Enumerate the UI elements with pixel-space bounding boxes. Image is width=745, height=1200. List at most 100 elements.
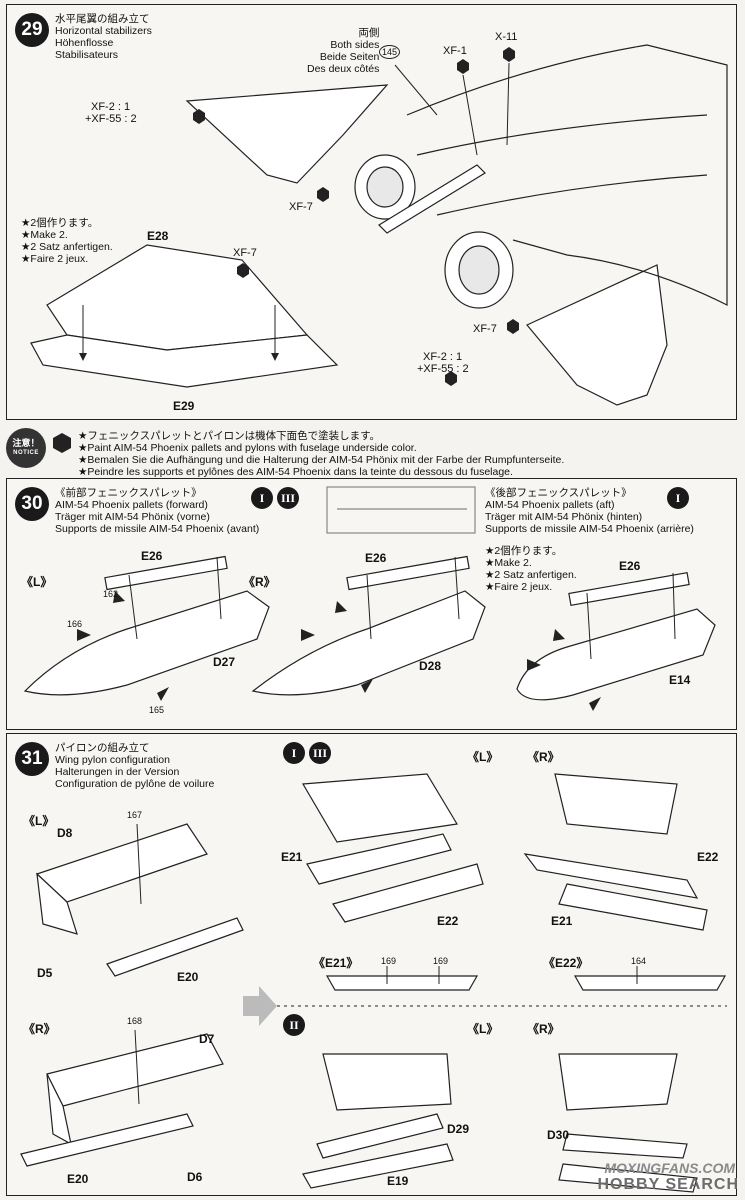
label-left: 《L》 xyxy=(23,814,55,828)
rail-e22-r xyxy=(523,853,699,899)
rail-e22-l xyxy=(332,863,484,923)
part-d29: D29 xyxy=(447,1122,470,1136)
step-number: 31 xyxy=(15,742,49,776)
part-166-marker: 166 xyxy=(67,619,83,629)
step-title: 水平尾翼の組み立て Horizontal stabilizers Höhenfl… xyxy=(55,13,152,61)
part-169-marker-b: 169 xyxy=(433,956,449,966)
rail-e19 xyxy=(302,1143,454,1189)
label-left-top: 《L》 xyxy=(467,750,499,764)
paint-xf7-b: XF-7 xyxy=(233,247,257,259)
label-right-ii: 《R》 xyxy=(527,1022,560,1036)
stabilizer-e28 xyxy=(46,244,309,351)
pylon-d5 xyxy=(36,872,78,935)
rail-e20-left xyxy=(106,917,244,977)
part-e20-b: E20 xyxy=(67,1172,89,1186)
step-31-drawing xyxy=(20,773,727,1193)
step-30-panel: 30 《前部フェニックスパレット》 AIM-54 Phoenix pallets… xyxy=(6,478,737,730)
version-badge-i: I xyxy=(283,742,305,764)
detail-e22 xyxy=(573,975,727,991)
title-fr: Stabilisateurs xyxy=(55,49,119,61)
part-162-marker: 162 xyxy=(103,589,119,599)
paint-xf7-a: XF-7 xyxy=(289,201,313,213)
stabilizer-left xyxy=(185,84,389,184)
part-145-marker: 145 xyxy=(379,45,401,59)
label-left: 《L》 xyxy=(21,575,53,589)
forward-pallet-title: 《前部フェニックスパレット》 AIM-54 Phoenix pallets (f… xyxy=(55,487,260,535)
part-e14: E14 xyxy=(669,673,691,687)
paint-xf1: XF-1 xyxy=(443,45,467,57)
part-e19: E19 xyxy=(387,1174,409,1188)
rail-e26-aft xyxy=(568,571,690,607)
part-164-marker: 164 xyxy=(631,956,647,966)
title-en: Horizontal stabilizers xyxy=(55,25,152,37)
fuselage-outline xyxy=(406,44,728,306)
both-sides-note: 両側 Both sides Beide Seiten Des deux côté… xyxy=(307,27,380,75)
label-right-top: 《R》 xyxy=(527,750,560,764)
step-number: 29 xyxy=(15,13,49,47)
version-badge-iii: III xyxy=(277,487,299,509)
rail-e21-r xyxy=(558,883,708,931)
part-e21-r: E21 xyxy=(551,914,573,928)
step-29-panel: 29 水平尾翼の組み立て Horizontal stabilizers Höhe… xyxy=(6,4,737,420)
pylon-d7 xyxy=(46,1033,224,1107)
pallet-d28 xyxy=(251,590,486,696)
step-29-drawing xyxy=(30,44,728,406)
detail-e21 xyxy=(325,975,479,991)
title-de: Höhenflosse xyxy=(55,37,114,49)
label-right: 《R》 xyxy=(23,1022,56,1036)
sequence-arrow xyxy=(243,986,277,1026)
part-e26-b: E26 xyxy=(365,551,387,565)
make-two-note: ★2個作ります。 ★Make 2. ★2 Satz anfertigen. ★F… xyxy=(21,217,113,265)
part-d8: D8 xyxy=(57,826,73,840)
step-number: 30 xyxy=(15,487,49,521)
paint-xf55-bottom: +XF-55 : 2 xyxy=(417,363,469,375)
part-e28: E28 xyxy=(147,229,169,243)
detail-label-e21: 《E21》 xyxy=(313,956,359,970)
watermark-brand: HOBBY SEARCH xyxy=(597,1176,739,1193)
label-left-ii: 《L》 xyxy=(467,1022,499,1036)
stabilizer-right xyxy=(526,264,668,406)
pylon-ii-l xyxy=(322,1053,452,1111)
notice-text: ★フェニックスパレットとパイロンは機体下面色で塗装します。 ★Paint AIM… xyxy=(78,430,565,478)
step-30-drawing xyxy=(23,486,716,711)
part-e26-a: E26 xyxy=(141,549,163,563)
part-e22-l: E22 xyxy=(437,914,459,928)
part-169-marker-a: 169 xyxy=(381,956,397,966)
pylon-upper-r xyxy=(554,773,678,835)
part-d5: D5 xyxy=(37,966,53,980)
part-e20-a: E20 xyxy=(177,970,199,984)
paint-xf2-bottom: XF-2 : 1 xyxy=(423,351,463,363)
rail-e26-right xyxy=(346,555,470,591)
reference-sketch xyxy=(326,486,476,534)
paint-xf7-c: XF-7 xyxy=(473,323,497,335)
part-d7: D7 xyxy=(199,1032,215,1046)
part-d27: D27 xyxy=(213,655,236,669)
notice-badge: 注意！ NOTICE xyxy=(6,428,46,468)
pallet-d27 xyxy=(23,590,270,696)
rail-e26-left xyxy=(104,555,228,591)
pylon-upper-l xyxy=(301,773,458,843)
part-e22-r: E22 xyxy=(697,850,719,864)
rail-e20-right xyxy=(20,1113,194,1167)
part-168-marker: 168 xyxy=(127,1016,143,1026)
part-e26-c: E26 xyxy=(619,559,641,573)
part-167-marker: 167 xyxy=(127,810,143,820)
part-d30: D30 xyxy=(547,1128,570,1142)
part-e29: E29 xyxy=(173,399,195,413)
part-e21-l: E21 xyxy=(281,850,303,864)
version-badge-i: I xyxy=(251,487,273,509)
rail-e21-l xyxy=(306,833,452,885)
part-d28: D28 xyxy=(419,659,442,673)
version-badge-iii: III xyxy=(309,742,331,764)
watermark-site: MOXINGFANS.COM xyxy=(604,1160,735,1176)
step-31-panel: 31 パイロンの組み立て Wing pylon configuration Ha… xyxy=(6,733,737,1196)
detail-label-e22: 《E22》 xyxy=(543,956,589,970)
aft-pallet-title: 《後部フェニックスパレット》 AIM-54 Phoenix pallets (a… xyxy=(485,487,694,535)
part-d6: D6 xyxy=(187,1170,203,1184)
paint-x11: X-11 xyxy=(495,31,518,43)
step-title: パイロンの組み立て Wing pylon configuration Halte… xyxy=(55,742,215,790)
rail-d30 xyxy=(562,1133,688,1159)
paint-xf2-left: XF-2 : 1 xyxy=(91,101,131,113)
pylon-ii-r xyxy=(558,1053,678,1111)
